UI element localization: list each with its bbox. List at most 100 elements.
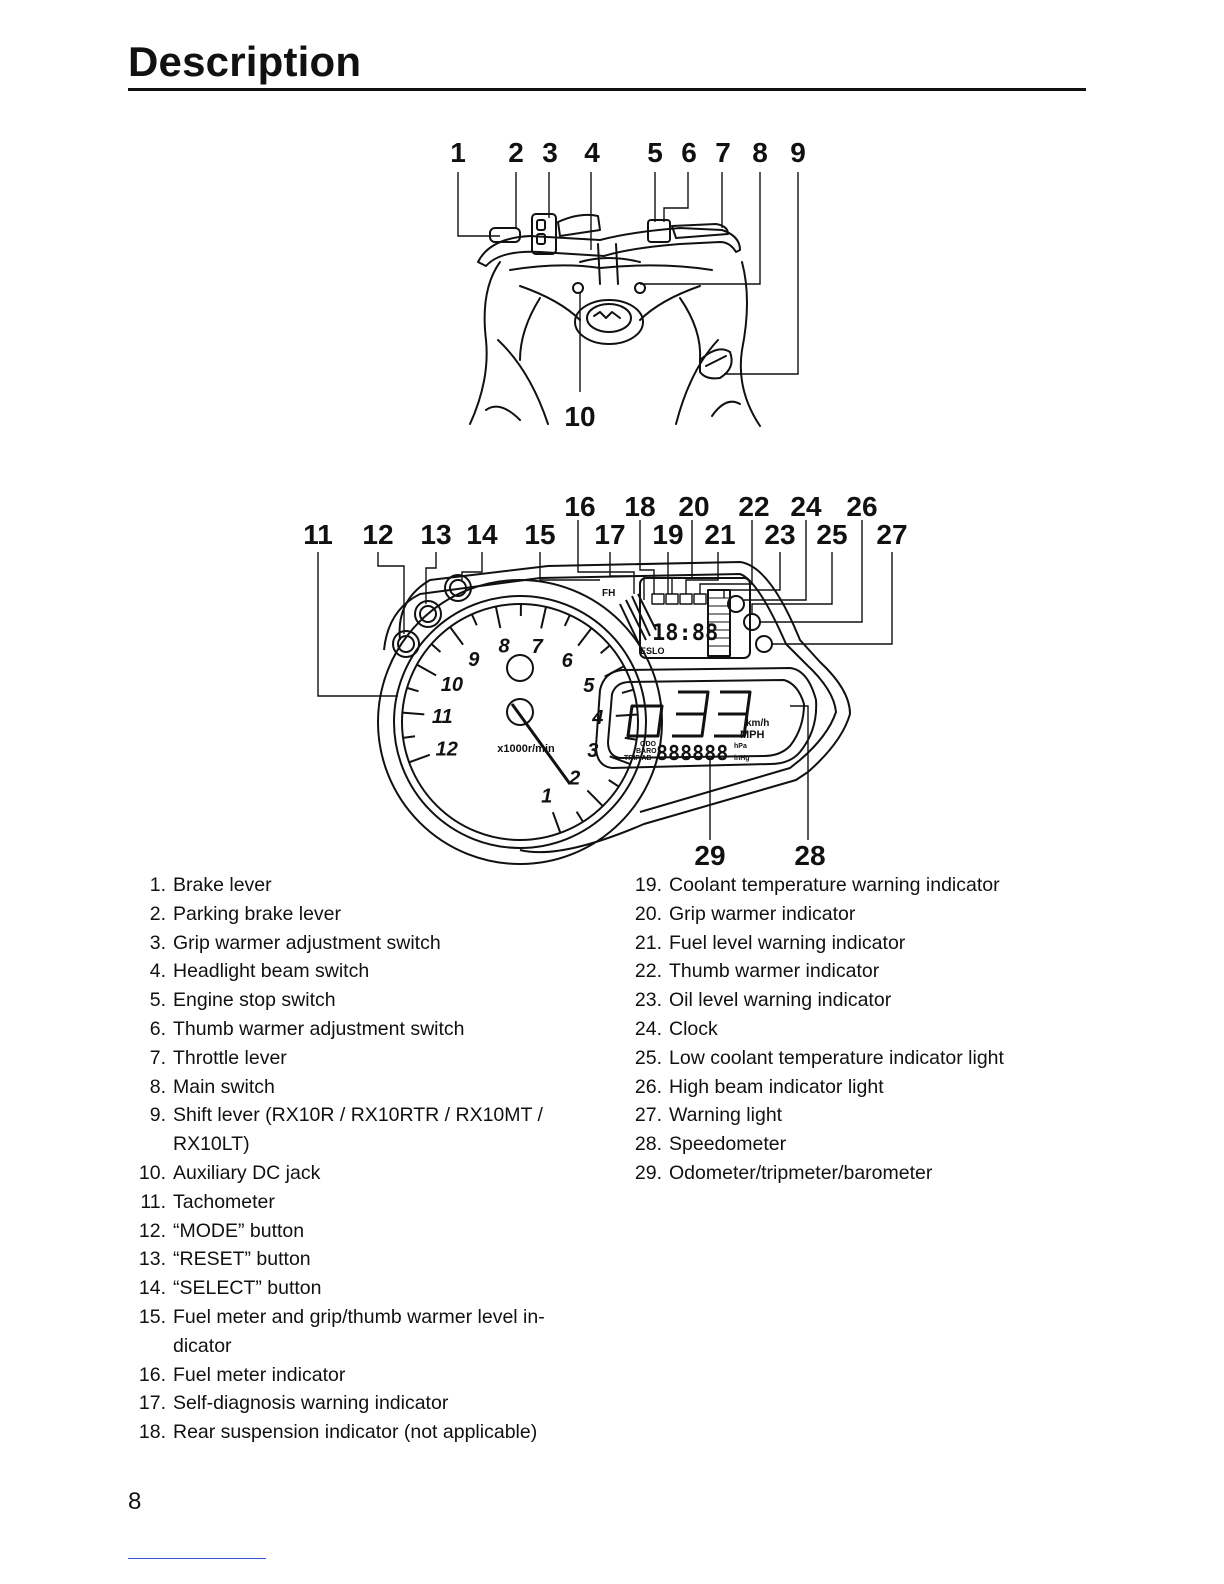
legend-item-number: 11.: [140, 1190, 166, 1213]
callout-17: 17: [594, 519, 625, 550]
odo-label: ODO: [640, 741, 657, 748]
legend-item-text: Grip warmer indicator: [669, 902, 856, 925]
legend-item-number: 29.: [634, 1161, 662, 1184]
legend-item-number: 9.: [149, 1104, 166, 1127]
tach-number: 11: [432, 706, 453, 728]
legend-item: 19.Coolant temperature warning indicator: [624, 871, 1064, 900]
meter-callout-numbers: 11 12 13 14 15 16 17 18 19 20 21 22 23 2…: [303, 491, 907, 871]
callout-21: 21: [704, 519, 735, 550]
callout-2: 2: [508, 137, 524, 168]
callout-19: 19: [652, 519, 683, 550]
legend-item: 27.Warning light: [624, 1101, 1064, 1130]
legend-item-text: Engine stop switch: [173, 989, 336, 1012]
legend-item: 26. High beam indicator light: [624, 1073, 1064, 1102]
callout-5: 5: [647, 137, 663, 168]
legend-item-number: 6.: [149, 1017, 166, 1040]
callout-27: 27: [876, 519, 907, 550]
legend-item: 22.Thumb warmer indicator: [624, 957, 1064, 986]
tach-number: 1: [541, 785, 552, 807]
legend-item: 1.Brake lever: [128, 871, 598, 900]
legend-item-number: 1.: [149, 874, 166, 896]
tach-tick: [408, 753, 431, 764]
legend-item-text: Shift lever (RX10R / RX10RTR / RX10MT / …: [173, 1104, 543, 1156]
tach-tick: [540, 606, 547, 629]
callout-9: 9: [790, 137, 806, 168]
legend-item: 25. Low coolant temperature indicator lig…: [624, 1044, 1064, 1073]
callout-14: 14: [466, 519, 498, 550]
legend-item: 7. Throttle lever: [128, 1044, 598, 1073]
legend-item-text: High beam indicator light: [669, 1075, 884, 1098]
legend-item-number: 24.: [634, 1017, 662, 1040]
component-diagram: 1 2 3 4 5 6 7 8 9 10: [303, 137, 907, 871]
callout-25: 25: [816, 519, 847, 550]
legend-item-text: Headlight beam switch: [173, 960, 370, 983]
tach-tick: [563, 614, 571, 627]
tach-number: 2: [568, 768, 580, 790]
callout-8: 8: [752, 137, 768, 168]
pressure-unit-inhg: inHg: [734, 755, 750, 762]
tach-tick: [586, 789, 604, 807]
callout-6: 6: [681, 137, 697, 168]
legend-item: 13. “RESET” button: [128, 1245, 598, 1274]
top-callout-numbers: 1 2 3 4 5 6 7 8 9 10: [450, 137, 806, 432]
tach-number: 6: [562, 650, 574, 672]
tach-number: 12: [436, 739, 458, 761]
legend-item: 6. Thumb warmer adjustment switch: [128, 1015, 598, 1044]
legend-item-text: Fuel meter indicator: [173, 1363, 346, 1386]
legend-item-number: 7.: [149, 1046, 166, 1069]
legend-item-number: 16.: [138, 1363, 166, 1386]
tach-tick: [494, 606, 502, 629]
legend-item: 18.Rear suspension indicator (not applic…: [128, 1418, 598, 1447]
legend-item-number: 22.: [634, 960, 662, 983]
fuel-label: FH: [602, 588, 615, 599]
callout-20: 20: [678, 491, 709, 522]
legend-item: 3.Grip warmer adjustment switch: [128, 929, 598, 958]
legend-item-number: 12.: [138, 1219, 166, 1242]
legend-item-text: “RESET” button: [173, 1248, 311, 1271]
legend-item-text: Speedometer: [669, 1133, 787, 1156]
callout-4: 4: [584, 137, 600, 168]
legend-item: 8. Main switch: [128, 1073, 598, 1102]
callout-13: 13: [420, 519, 451, 550]
tach-tick: [402, 735, 416, 739]
tach-unit-label: x1000r/min: [497, 743, 555, 755]
legend-item: 14.“SELECT” button: [128, 1274, 598, 1303]
baro-label: BARO: [636, 748, 657, 755]
legend-item: 24. Clock: [624, 1015, 1064, 1044]
legend-item: 10.Auxiliary DC jack: [128, 1159, 598, 1188]
legend-item-number: 25.: [634, 1046, 662, 1069]
callout-11: 11: [303, 519, 333, 550]
tach-number: 3: [587, 740, 598, 762]
tach-tick: [430, 643, 442, 653]
eslo-label: ESLO: [640, 646, 665, 656]
legend-item: 9. Shift lever (RX10R / RX10RTR / RX10MT …: [128, 1101, 598, 1159]
legend-item-number: 2.: [149, 902, 166, 925]
legend-item-number: 18.: [138, 1421, 166, 1444]
legend-item-text: Thumb warmer adjustment switch: [173, 1017, 465, 1040]
legend-item-number: 26.: [634, 1075, 662, 1098]
snowmobile-illustration: [469, 213, 761, 427]
legend-item-number: 8.: [149, 1075, 166, 1098]
legend-item-number: 13.: [138, 1248, 166, 1271]
tach-tick: [449, 626, 464, 646]
tach-number: 4: [591, 707, 603, 729]
legend-item: 2.Parking brake lever: [128, 900, 598, 929]
callout-22: 22: [738, 491, 769, 522]
pressure-unit-hpa: hPa: [734, 743, 747, 750]
legend-item: 15.Fuel meter and grip/thumb warmer leve…: [128, 1303, 598, 1361]
legend-item-text: Main switch: [173, 1075, 275, 1098]
callout-12: 12: [362, 519, 393, 550]
legend-item-text: Low coolant temperature indicator light: [669, 1046, 1004, 1069]
clock-digits: 18:88: [652, 621, 718, 646]
legend-item-number: 5.: [149, 989, 166, 1012]
legend-item-number: 19.: [634, 874, 662, 896]
tach-number: 9: [468, 649, 480, 671]
legend-item-text: Clock: [669, 1017, 718, 1040]
tach-tick: [575, 811, 584, 823]
tach-number: 7: [532, 636, 544, 658]
page-number: 8: [128, 1488, 142, 1515]
callout-16: 16: [564, 491, 595, 522]
tach-tick: [402, 711, 425, 716]
legend-item-text: Throttle lever: [173, 1046, 287, 1069]
tach-number: 5: [583, 675, 595, 697]
